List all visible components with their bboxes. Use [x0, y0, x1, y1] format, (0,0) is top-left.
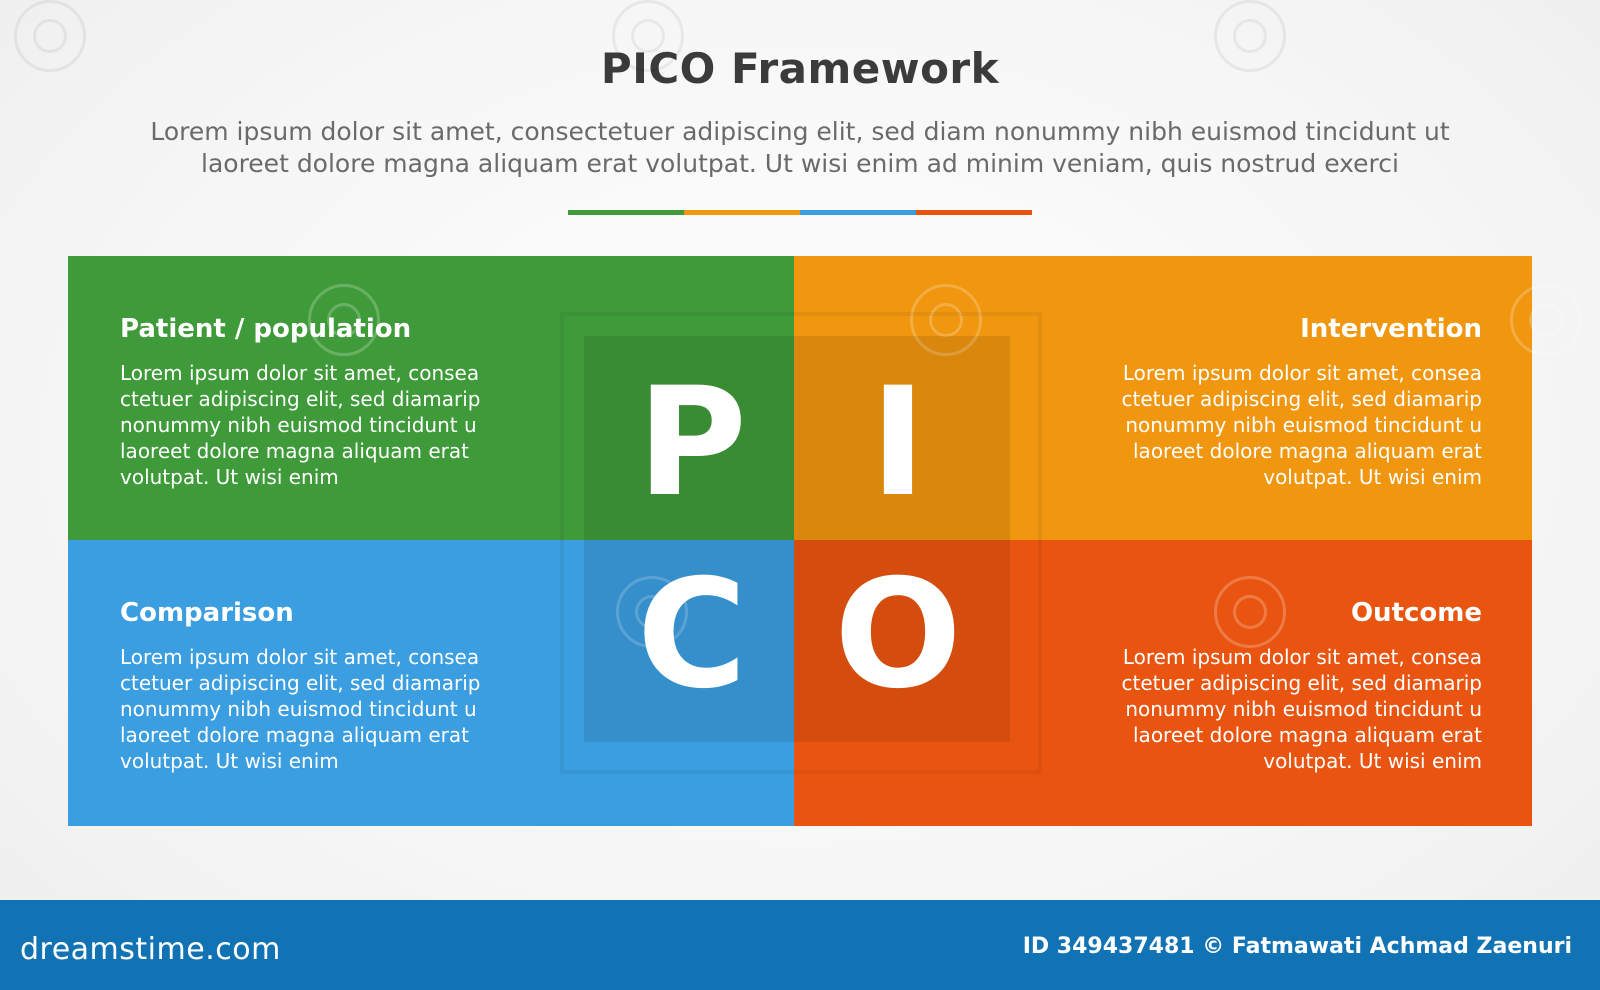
page-title: PICO Framework: [600, 44, 1000, 93]
quadrant-outcome: Outcome Lorem ipsum dolor sit amet, cons…: [794, 540, 1532, 826]
divider-segment-green: [568, 210, 684, 215]
watermark-icon: [1214, 0, 1286, 72]
letter-p: P: [637, 356, 747, 530]
quadrant-body: Lorem ipsum dolor sit amet, consea ctetu…: [120, 645, 481, 773]
letter-o: O: [834, 548, 962, 722]
watermark-icon: [1214, 576, 1286, 648]
center-frame-outline: [560, 312, 1042, 774]
quadrant-body: Lorem ipsum dolor sit amet, consea ctetu…: [1121, 361, 1482, 489]
divider-segment-blue: [800, 210, 916, 215]
watermark-icon: [910, 284, 982, 356]
quadrant-title: Intervention: [1300, 314, 1482, 344]
title-divider: [568, 210, 1032, 215]
center-frame: [584, 336, 1010, 742]
divider-segment-orange: [684, 210, 800, 215]
letter-c: C: [636, 548, 748, 722]
quadrant-title: Outcome: [1350, 598, 1482, 628]
quadrant-body: Lorem ipsum dolor sit amet, consea ctetu…: [1121, 645, 1482, 773]
watermark-icon: [1510, 284, 1582, 356]
page-subtitle: Lorem ipsum dolor sit amet, consectetuer…: [150, 117, 1450, 178]
divider-segment-red: [916, 210, 1032, 215]
watermark-icon: [308, 284, 380, 356]
watermark-icon: [616, 576, 688, 648]
letter-i: I: [870, 356, 926, 530]
quadrant-title: Comparison: [120, 598, 294, 628]
watermark-icon: [14, 0, 86, 72]
watermark-icon: [612, 0, 684, 72]
footer-bar: dreamstime.com ID 349437481 © Fatmawati …: [0, 900, 1600, 990]
quadrant-patient: Patient / population Lorem ipsum dolor s…: [68, 256, 794, 540]
footer-logo[interactable]: dreamstime.com: [20, 932, 281, 967]
footer-credit: ID 349437481 © Fatmawati Achmad Zaenuri: [1022, 934, 1572, 959]
quadrant-intervention: Intervention Lorem ipsum dolor sit amet,…: [794, 256, 1582, 540]
quadrant-body: Lorem ipsum dolor sit amet, consea ctetu…: [120, 361, 481, 489]
quadrant-comparison: Comparison Lorem ipsum dolor sit amet, c…: [68, 540, 794, 826]
